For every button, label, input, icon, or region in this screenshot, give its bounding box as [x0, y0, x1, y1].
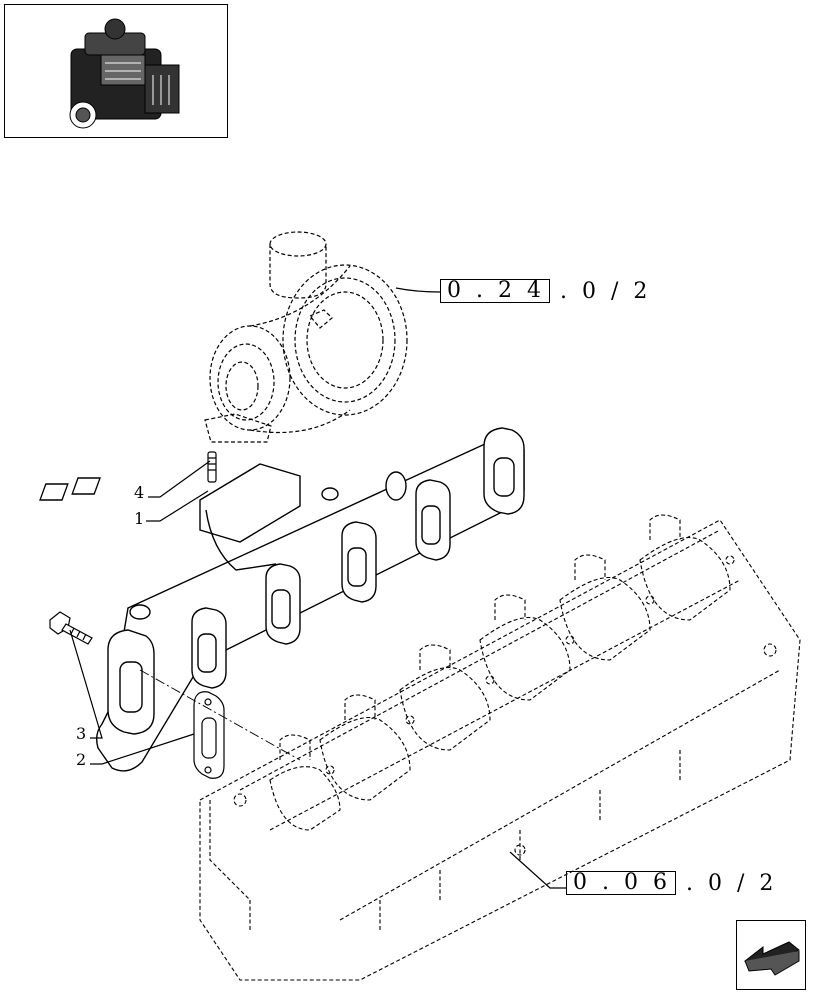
stud-drawing — [207, 451, 217, 483]
gasket-drawing — [193, 691, 225, 779]
cylinder-head-drawing — [199, 514, 801, 981]
callout-2: 2 — [76, 750, 87, 769]
reference-code-suffix: . 0 / 2 — [685, 870, 778, 896]
engine-thumbnail-icon — [69, 18, 180, 129]
callout-1: 1 — [134, 509, 145, 528]
turbocharger-drawing — [204, 231, 408, 443]
leader-lines — [69, 460, 566, 889]
back-navigation-button[interactable] — [736, 920, 806, 990]
bolt-drawing — [49, 611, 93, 645]
arrow-back-icon — [743, 941, 800, 976]
callout-3: 3 — [76, 724, 87, 743]
callout-4: 4 — [134, 483, 145, 502]
engine-thumbnail — [4, 4, 228, 138]
reference-code-suffix: . 0 / 2 — [559, 278, 652, 304]
exhaust-manifold-drawing — [39, 427, 525, 772]
cylinder-head-reference[interactable]: 0 . 0 6 . 0 / 2 — [566, 870, 778, 896]
reference-code-boxed: 0 . 2 4 — [440, 279, 550, 303]
reference-code-boxed: 0 . 0 6 — [566, 871, 676, 895]
turbocharger-reference[interactable]: 0 . 2 4 . 0 / 2 — [440, 278, 652, 304]
